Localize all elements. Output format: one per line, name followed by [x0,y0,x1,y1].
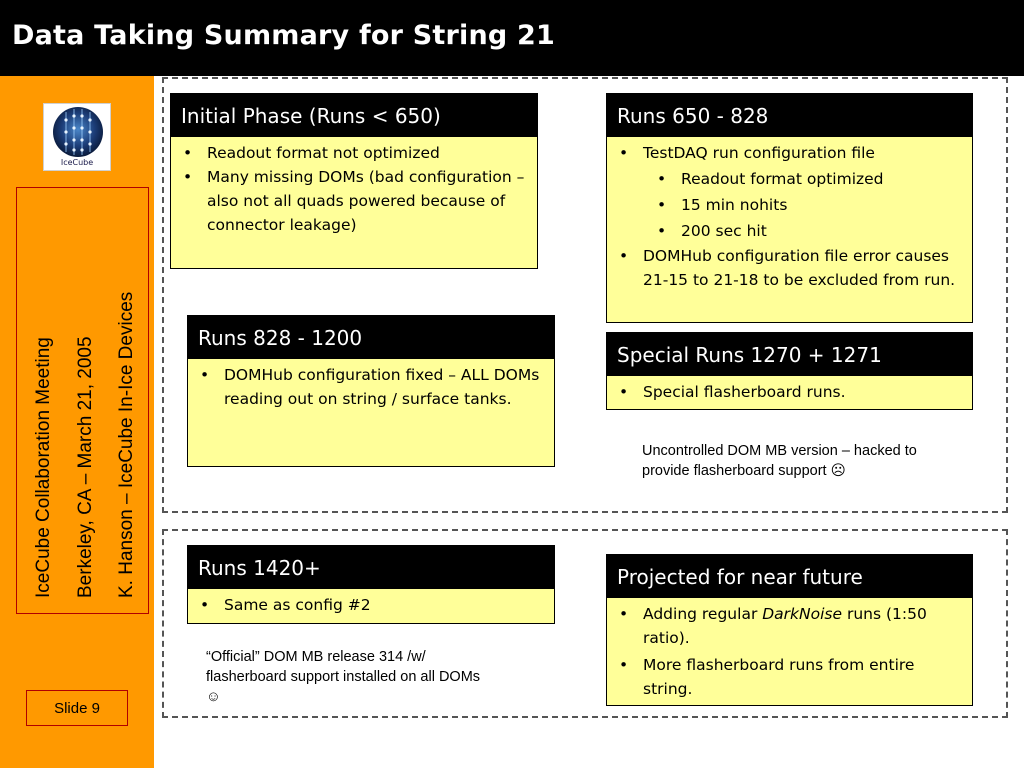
panel-special-runs: Special Runs 1270 + 1271 Special flasher… [606,332,973,410]
panel-runs-650-828: Runs 650 - 828 TestDAQ run configuration… [606,93,973,323]
list-item: 15 min nohits [655,192,966,218]
list-item: Same as config #2 [198,593,548,617]
list-item: DOMHub configuration fixed – ALL DOMs re… [198,363,548,411]
slide-number: Slide 9 [54,699,100,717]
panel-runs-1420-title: Runs 1420+ [188,546,554,589]
slide-number-box: Slide 9 [26,690,128,726]
list-item: Readout format not optimized [181,141,531,165]
list-item: DOMHub configuration file error causes 2… [617,244,966,292]
panel-runs-1420: Runs 1420+ Same as config #2 [187,545,555,624]
panel-runs-828-1200-title: Runs 828 - 1200 [188,316,554,359]
list-item: Readout format optimized [655,166,966,192]
item-emphasis: DarkNoise [762,605,843,623]
list-item: More flasherboard runs from entire strin… [617,653,966,701]
list-item: TestDAQ run configuration file [617,140,966,166]
note-official-release: “Official” DOM MB release 314 /w/ flashe… [206,649,481,705]
icecube-logo: IceCube [43,103,111,171]
panel-initial-phase: Initial Phase (Runs < 650) Readout forma… [170,93,538,269]
list-item: Adding regular DarkNoise runs (1:50 rati… [617,602,966,650]
panel-initial-phase-title: Initial Phase (Runs < 650) [171,94,537,137]
item-suffix: runs (1:50 ratio). [643,605,927,647]
panel-runs-650-828-title: Runs 650 - 828 [607,94,972,137]
meeting-info-box: IceCube Collaboration Meeting Berkeley, … [16,187,149,614]
list-item: 200 sec hit [655,218,966,244]
list-item: Many missing DOMs (bad configuration – a… [181,165,531,237]
meeting-name: IceCube Collaboration Meeting [33,337,54,598]
panel-special-runs-title: Special Runs 1270 + 1271 [607,333,972,376]
list-item: Special flasherboard runs. [617,380,966,404]
panel-projected-title: Projected for near future [607,555,972,598]
note-uncontrolled-dom: Uncontrolled DOM MB version – hacked to … [642,443,917,479]
panel-projected: Projected for near future Adding regular… [606,554,973,706]
top-region [162,77,1008,513]
icecube-logo-icon [53,107,103,157]
slide-title: Data Taking Summary for String 21 [12,20,556,51]
logo-label: IceCube [60,158,94,167]
panel-runs-828-1200: Runs 828 - 1200 DOMHub configuration fix… [187,315,555,467]
sidebar [0,76,154,768]
meeting-location-date: Berkeley, CA – March 21, 2005 [75,336,96,598]
item-prefix: Adding regular [643,605,763,623]
presenter: K. Hanson – IceCube In-Ice Devices [116,291,137,598]
bottom-region [162,529,1008,718]
title-bar: Data Taking Summary for String 21 [0,0,1024,76]
